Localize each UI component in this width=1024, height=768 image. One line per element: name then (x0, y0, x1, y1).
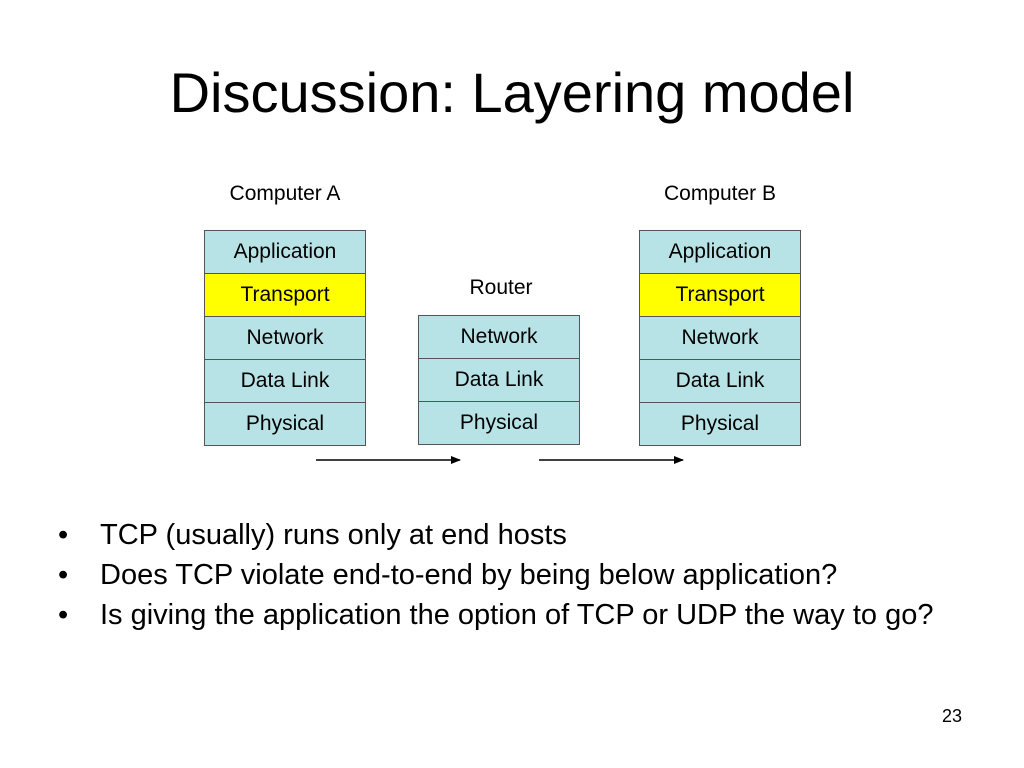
page-number: 23 (941, 706, 962, 726)
bullet-text: Is giving the application the option of … (100, 599, 934, 631)
bullet-text: TCP (usually) runs only at end hosts (100, 519, 567, 551)
computer-a-network-layer: Network (204, 317, 366, 360)
router-label: Router (469, 276, 533, 299)
bullet-marker: • (58, 559, 69, 591)
computer-b-data-link-layer: Data Link (639, 360, 801, 403)
computer-a-physical-layer: Physical (204, 403, 366, 446)
slide-title: Discussion: Layering model (169, 61, 855, 124)
bullet-item: • Does TCP violate end-to-end by being b… (58, 558, 958, 592)
bullet-item: • Is giving the application the option o… (58, 598, 958, 632)
bullet-marker: • (58, 599, 69, 631)
computer-b-transport-layer: Transport (639, 274, 801, 317)
router-data-link-layer: Data Link (418, 359, 580, 402)
computer-b-label: Computer B (663, 182, 777, 205)
bullet-marker: • (58, 519, 69, 551)
bullet-item: • TCP (usually) runs only at end hosts (58, 518, 958, 552)
computer-b-application-layer: Application (639, 230, 801, 274)
computer-b-network-layer: Network (639, 317, 801, 360)
computer-b-physical-layer: Physical (639, 403, 801, 446)
router-stack: Network Data Link Physical (418, 315, 580, 445)
computer-a-data-link-layer: Data Link (204, 360, 366, 403)
computer-a-stack: Application Transport Network Data Link … (204, 230, 366, 446)
computer-a-transport-layer: Transport (204, 274, 366, 317)
computer-b-stack: Application Transport Network Data Link … (639, 230, 801, 446)
computer-a-application-layer: Application (204, 230, 366, 274)
bullet-text: Does TCP violate end-to-end by being bel… (100, 559, 838, 591)
router-network-layer: Network (418, 315, 580, 359)
bullet-list: • TCP (usually) runs only at end hosts •… (58, 518, 958, 638)
router-physical-layer: Physical (418, 402, 580, 445)
computer-a-label: Computer A (229, 182, 341, 205)
